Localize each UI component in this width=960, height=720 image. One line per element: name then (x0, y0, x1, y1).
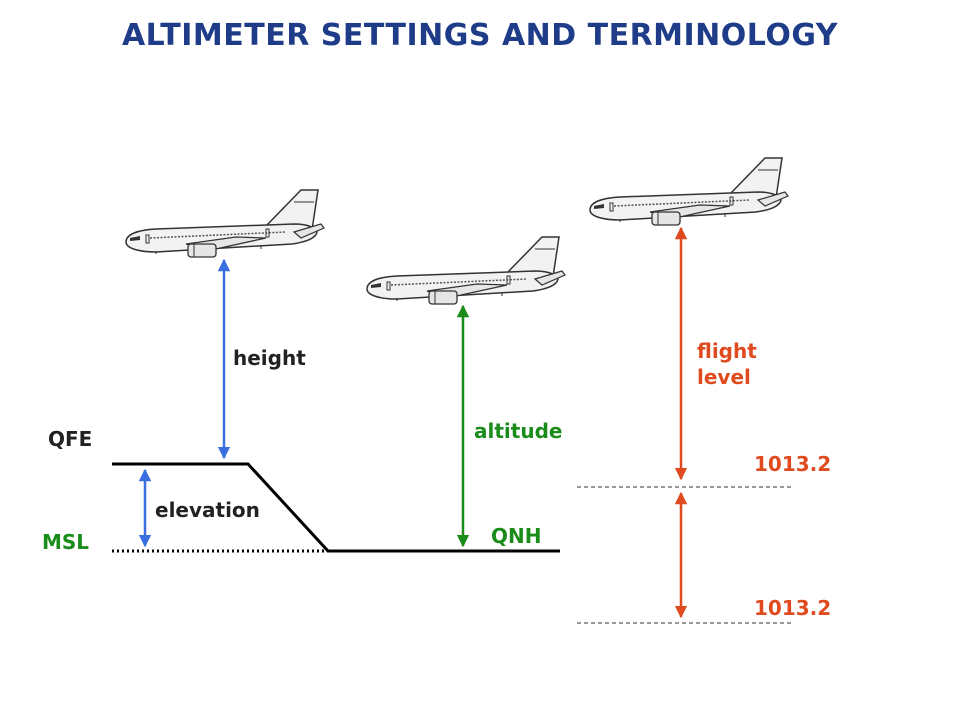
terrain-line (112, 462, 560, 553)
altitude-label: altitude (474, 419, 563, 443)
qnh-label: QNH (491, 524, 542, 548)
pressure-setting-upper-label: 1013.2 (754, 452, 832, 476)
qfe-label: QFE (48, 427, 93, 451)
msl-label: MSL (42, 530, 90, 554)
flight-level-label: flight level (697, 339, 757, 389)
aircraft-icon (366, 236, 566, 305)
height-label: height (233, 346, 306, 370)
aircraft-icon (589, 157, 789, 226)
pressure-setting-lower-label: 1013.2 (754, 596, 832, 620)
elevation-label: elevation (155, 498, 260, 522)
page-title: ALTIMETER SETTINGS AND TERMINOLOGY (121, 18, 839, 53)
aircraft-icon (125, 189, 325, 258)
